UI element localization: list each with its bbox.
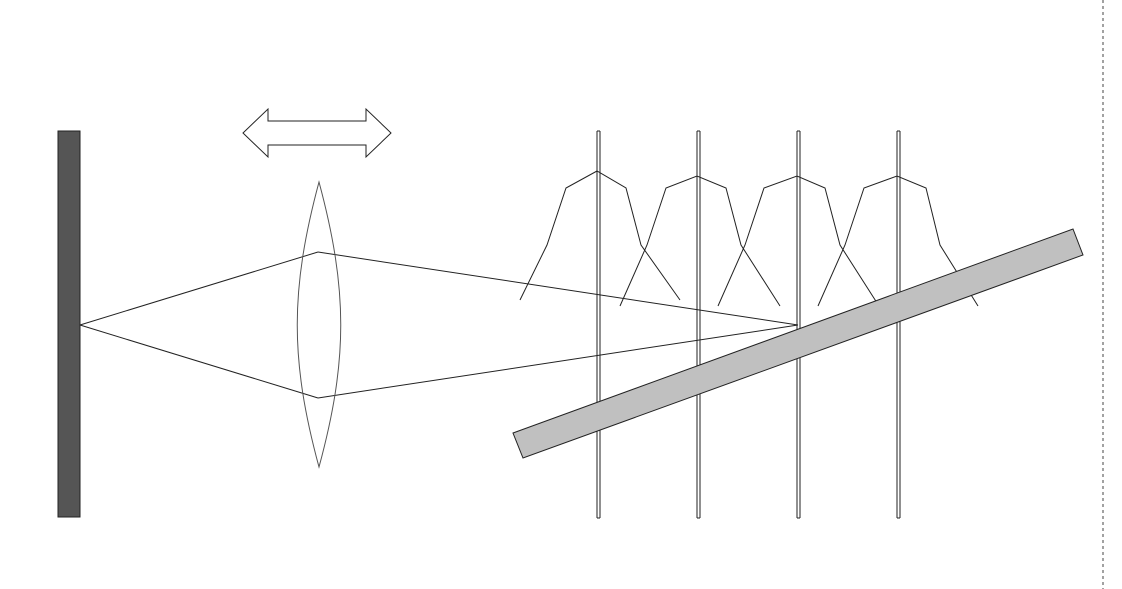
- gaussian-profile-4: [817, 175, 979, 307]
- ray-lower-left: [79, 324, 319, 399]
- vertical-plane-4: [896, 130, 901, 519]
- vertical-plane-1: [596, 130, 601, 519]
- tilted-plate: [512, 228, 1084, 459]
- ray-upper-left: [79, 251, 319, 326]
- ray-lower-right: [317, 324, 799, 399]
- vertical-plane-3: [796, 130, 801, 519]
- sensor-bar: [57, 130, 81, 518]
- ray-upper-right: [317, 251, 799, 326]
- lens: [296, 180, 342, 469]
- vertical-planes: [596, 130, 901, 519]
- ray-lines: [79, 251, 799, 399]
- gaussian-profile-3: [717, 175, 880, 307]
- gaussian-profile-1: [519, 170, 681, 301]
- vertical-plane-2: [696, 130, 701, 519]
- gaussian-profile-2: [619, 175, 781, 307]
- double-arrow-icon: [242, 107, 392, 159]
- gaussian-profiles: [519, 170, 979, 307]
